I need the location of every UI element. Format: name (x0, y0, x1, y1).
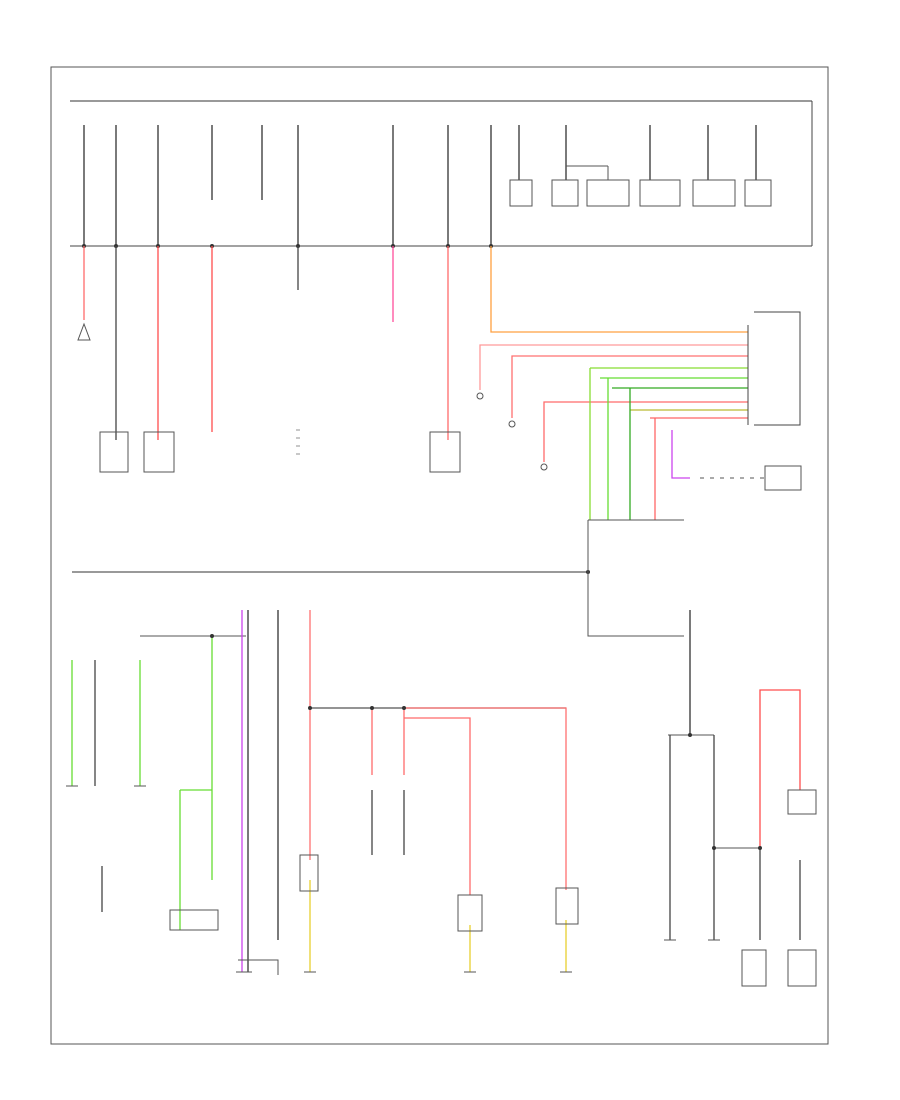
diagram-border (50, 66, 829, 1045)
components-top (77, 322, 802, 491)
wires-bottom-section (71, 610, 567, 972)
components-bottom (169, 789, 817, 987)
splice-points-bottom (210, 634, 762, 850)
connector-block-right (747, 311, 801, 426)
control-module (587, 519, 684, 637)
fuse-box-top (70, 101, 813, 247)
wires-top-section (83, 246, 748, 520)
legend (296, 429, 300, 455)
fuse-columns-top (83, 125, 757, 246)
relay-boxes-top (509, 165, 772, 207)
ground-symbols (66, 785, 720, 973)
wires-bottom-right (668, 610, 801, 940)
